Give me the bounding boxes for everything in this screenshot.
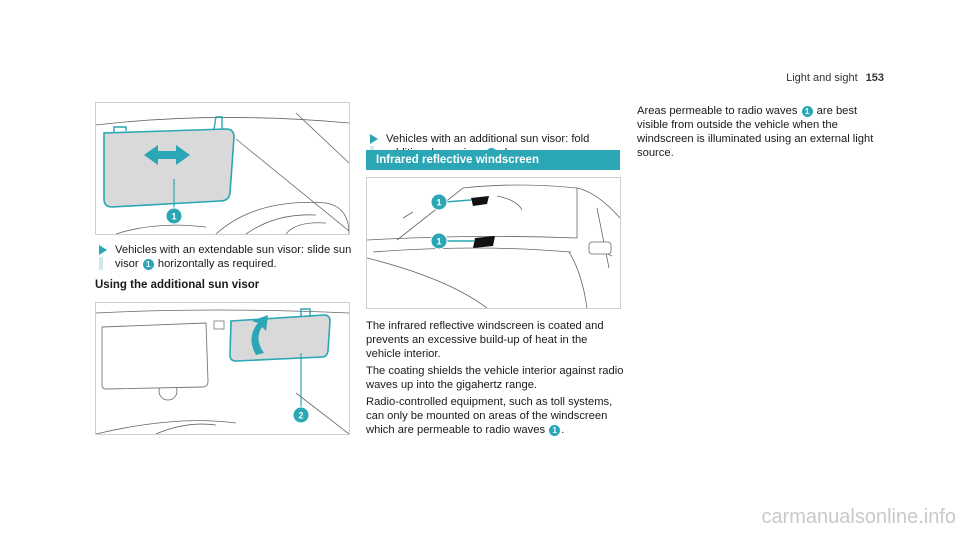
paragraph-radio-equipment: Radio-controlled equipment, such as toll… (366, 395, 624, 437)
callout-1-icon: 1 (165, 207, 183, 225)
fig3-callout-label-bottom: 1 (436, 237, 441, 247)
step-continuation-bar (99, 257, 103, 270)
additional-visor-illustration: 2 (96, 308, 349, 434)
right-text-post: are best visible from outside the vehicl… (637, 105, 874, 159)
callout-1: 1 (549, 425, 561, 436)
double-arrow-icon (144, 145, 190, 165)
para3-text-pre: Radio-controlled equipment, such as toll… (366, 396, 613, 436)
page-header: Light and sight 153 (786, 72, 884, 84)
section-title: Light and sight (786, 72, 858, 84)
callout-1-icon: 1 (430, 193, 448, 211)
step-arrow-icon (99, 245, 107, 255)
step-extendable-visor: Vehicles with an extendable sun visor: s… (95, 243, 370, 271)
windscreen-description: The infrared reflective windscreen is co… (366, 319, 624, 440)
step1-text-pre: Vehicles with an extendable sun visor: s… (115, 244, 352, 270)
callout-1: 1 (142, 259, 154, 270)
figure-additional-sun-visor: 2 (95, 302, 350, 435)
section-banner-infrared-windscreen: Infrared reflective windscreen (366, 150, 620, 170)
figure-infrared-windscreen: 1 1 (366, 177, 621, 309)
windscreen-illustration: 1 1 (367, 184, 620, 308)
fig1-callout-label: 1 (171, 212, 176, 222)
page-number: 153 (865, 72, 884, 84)
paragraph-permeable-areas: Areas permeable to radio waves 1 are bes… (637, 104, 881, 160)
callout-2-icon: 2 (292, 406, 310, 424)
fig2-callout-label: 2 (298, 411, 303, 421)
callout-1: 1 (801, 106, 813, 117)
fig3-callout-label-top: 1 (436, 198, 441, 208)
paragraph-coating: The infrared reflective windscreen is co… (366, 320, 604, 360)
figure-extendable-sun-visor: 1 (95, 102, 350, 235)
subheading-additional-sun-visor: Using the additional sun visor (95, 279, 260, 291)
rotate-arrow-icon (251, 315, 268, 355)
para3-text-post: . (561, 424, 565, 436)
step1-text-post: horizontally as required. (157, 258, 277, 270)
watermark: carmanualsonline.info (761, 506, 956, 528)
paragraph-shielding: The coating shields the vehicle interior… (366, 365, 624, 391)
callout-1-icon: 1 (430, 232, 448, 250)
step-arrow-icon (370, 134, 378, 144)
sun-visor-illustration: 1 (96, 112, 349, 234)
right-text-pre: Areas permeable to radio waves (637, 105, 798, 117)
